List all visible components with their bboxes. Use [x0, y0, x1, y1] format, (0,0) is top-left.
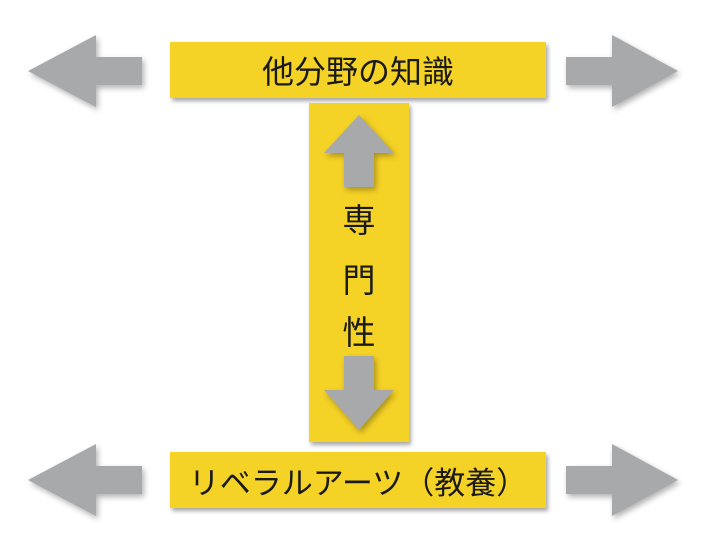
down-arrow-icon	[324, 356, 394, 430]
top-left-arrow-icon	[28, 35, 142, 107]
specialty-bar: 専 門 性	[309, 103, 409, 442]
bottom-left-arrow-icon	[28, 444, 142, 516]
up-arrow-icon	[324, 115, 394, 187]
specialty-char-1: 専	[342, 201, 376, 240]
specialty-char-2: 門	[342, 261, 376, 300]
bottom-label: リベラルアーツ（教養）	[188, 465, 528, 502]
other-fields-knowledge-bar: 他分野の知識	[170, 42, 546, 98]
bottom-right-arrow-icon	[566, 444, 678, 516]
top-right-arrow-icon	[566, 35, 678, 107]
specialty-char-3: 性	[342, 313, 376, 352]
top-label: 他分野の知識	[261, 53, 454, 91]
liberal-arts-bar: リベラルアーツ（教養）	[170, 452, 546, 508]
